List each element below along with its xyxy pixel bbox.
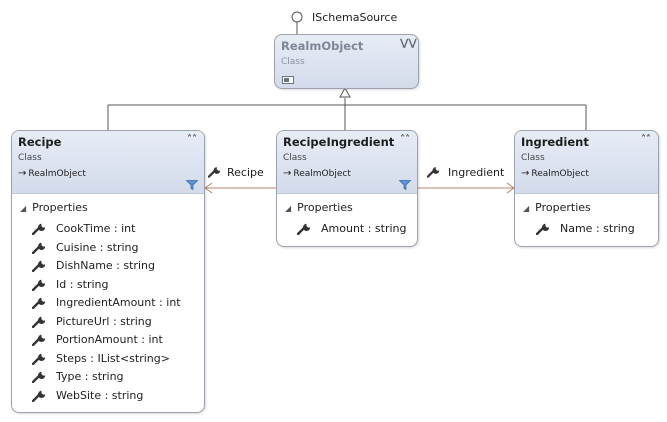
inheritance-connector [107, 86, 587, 130]
property-label: Type : string [56, 370, 124, 383]
section-label: Properties [535, 201, 591, 214]
property-label: PortionAmount : int [56, 333, 163, 346]
property-row[interactable]: Type : string [32, 370, 124, 383]
property-label: Steps : IList<string> [56, 351, 170, 365]
property-row[interactable]: DishName : string [32, 259, 155, 272]
wrench-icon [32, 223, 46, 235]
wrench-icon [32, 316, 46, 328]
ingredient-class-box[interactable]: Ingredient Class →RealmObject ˄˄ ◢ Proper… [514, 130, 659, 247]
class-kind: Class [18, 153, 42, 163]
class-name: Ingredient [521, 135, 589, 149]
wrench-icon [32, 371, 46, 383]
property-row[interactable]: Name : string [536, 222, 635, 235]
property-label: PictureUrl : string [56, 314, 152, 328]
class-name: Recipe [18, 135, 62, 149]
properties-section-header[interactable]: ◢ Properties [285, 201, 353, 214]
wrench-icon [32, 353, 46, 365]
association-recipe-connector[interactable] [204, 182, 276, 194]
double-chevron-up-icon[interactable]: ˄˄ [400, 134, 410, 145]
properties-section-header[interactable]: ◢ Properties [523, 201, 591, 214]
class-shape-icon [282, 76, 294, 84]
property-label: IngredientAmount : int [56, 296, 181, 309]
property-row[interactable]: IngredientAmount : int [32, 296, 181, 309]
triangle-icon[interactable]: ◢ [285, 204, 292, 213]
recipe-class-box[interactable]: Recipe Class →RealmObject ˄˄ ◢ Properties… [11, 130, 205, 413]
property-row[interactable]: CookTime : int [32, 222, 136, 235]
property-label: CookTime : int [56, 222, 136, 235]
property-row[interactable]: PortionAmount : int [32, 333, 163, 346]
filter-funnel-icon[interactable] [399, 180, 411, 190]
association-ingredient-label[interactable]: Ingredient [426, 166, 505, 179]
interface-name-label: ISchemaSource [312, 11, 398, 24]
inherits-name: RealmObject [293, 169, 351, 179]
property-label: Amount : string [321, 222, 407, 235]
inherits-name: RealmObject [531, 169, 589, 179]
association-name: Ingredient [448, 166, 505, 179]
inherits-label: →RealmObject [18, 168, 86, 179]
property-row[interactable]: Id : string [32, 277, 109, 291]
wrench-icon [32, 334, 46, 346]
recipeingredient-header: RecipeIngredient Class →RealmObject ˄˄ [277, 131, 417, 194]
property-label: WebSite : string [56, 388, 144, 402]
realmobject-class-box[interactable]: RealmObject Class ⋁⋁ [274, 34, 419, 89]
ingredient-header: Ingredient Class →RealmObject ˄˄ [515, 131, 658, 194]
recipe-header: Recipe Class →RealmObject ˄˄ [12, 131, 204, 194]
inherits-label: →RealmObject [521, 168, 589, 179]
property-row[interactable]: PictureUrl : string [32, 314, 152, 328]
class-name: RealmObject [281, 39, 364, 53]
association-name: Recipe [227, 166, 264, 179]
property-label: Cuisine : string [56, 240, 139, 254]
property-label: Id : string [56, 277, 109, 291]
class-kind: Class [521, 153, 545, 163]
property-row[interactable]: Steps : IList<string> [32, 351, 170, 365]
inherit-arrow-icon: → [283, 168, 292, 179]
triangle-icon[interactable]: ◢ [20, 204, 27, 213]
filter-funnel-icon[interactable] [186, 180, 198, 190]
wrench-icon [207, 167, 221, 178]
recipeingredient-class-box[interactable]: RecipeIngredient Class →RealmObject ˄˄ ◢… [276, 130, 418, 247]
association-ingredient-connector[interactable] [416, 182, 515, 194]
section-label: Properties [32, 201, 88, 214]
inherits-name: RealmObject [28, 169, 86, 179]
inherit-arrow-icon: → [18, 168, 27, 179]
property-row[interactable]: Amount : string [297, 222, 407, 235]
wrench-icon [32, 297, 46, 309]
section-label: Properties [297, 201, 353, 214]
property-label: DishName : string [56, 259, 155, 272]
double-chevron-up-icon[interactable]: ˄˄ [187, 134, 197, 145]
inherit-arrow-icon: → [521, 168, 530, 179]
class-kind: Class [281, 57, 305, 67]
properties-section-header[interactable]: ◢ Properties [20, 201, 88, 214]
wrench-icon [32, 260, 46, 272]
interface-lollipop-icon [291, 11, 303, 34]
wrench-icon [32, 242, 46, 254]
wrench-icon [32, 390, 46, 402]
realmobject-header: RealmObject Class ⋁⋁ [275, 35, 418, 88]
triangle-icon[interactable]: ◢ [523, 204, 530, 213]
double-chevron-down-icon[interactable]: ⋁⋁ [400, 38, 417, 49]
wrench-icon [32, 279, 46, 291]
inherits-label: →RealmObject [283, 168, 351, 179]
property-label: Name : string [560, 222, 635, 235]
wrench-icon [297, 223, 311, 235]
double-chevron-up-icon[interactable]: ˄˄ [641, 134, 651, 145]
class-name: RecipeIngredient [283, 135, 395, 149]
property-row[interactable]: WebSite : string [32, 388, 144, 402]
wrench-icon [536, 223, 550, 235]
property-row[interactable]: Cuisine : string [32, 240, 139, 254]
association-recipe-label[interactable]: Recipe [207, 166, 264, 179]
class-kind: Class [283, 153, 307, 163]
wrench-icon [426, 167, 440, 178]
